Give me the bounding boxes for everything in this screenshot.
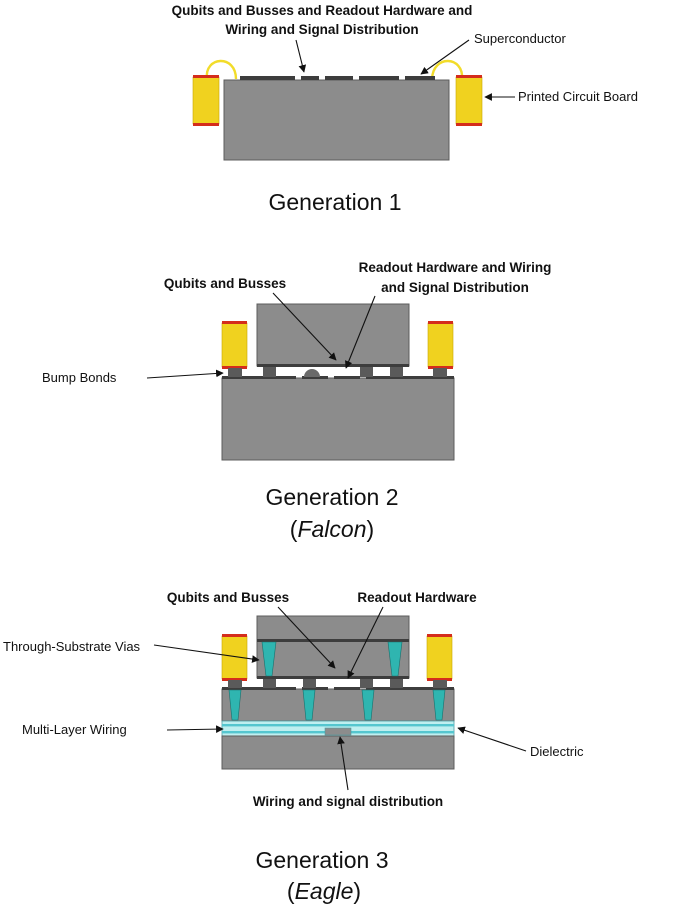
gen1-label-superconductor: Superconductor (474, 31, 566, 46)
bottom-substrate (221, 735, 455, 770)
pcb-right-edge-top (427, 634, 452, 637)
gen1-label-qubits-line2: Wiring and Signal Distribution (225, 22, 418, 37)
gen3-arrow-qubits (277, 606, 336, 669)
top-chip-superconductor (257, 676, 409, 679)
bottom-superconductor (222, 376, 454, 379)
gen3-label-multilayer: Multi-Layer Wiring (22, 722, 127, 737)
bump-bonds (228, 679, 447, 688)
pcb-right-edge-top (456, 75, 482, 78)
gen3-label-wiring: Wiring and signal distribution (253, 794, 443, 809)
generation-1: Qubits and Busses and Readout Hardware a… (172, 3, 638, 215)
substrate (223, 79, 450, 161)
gen2-arrow-qubits (272, 292, 337, 361)
generation-2: Readout Hardware and Wiring and Signal D… (42, 260, 551, 542)
pcb-right (426, 635, 453, 680)
pcb-left-edge-top (222, 634, 247, 637)
gen1-arrow-qubits (295, 39, 307, 73)
pcb-left-edge-bottom (222, 366, 247, 369)
gen3-arrow-dielectric (457, 726, 527, 752)
wire-bond-left (205, 59, 238, 80)
pcb-left-edge-bottom (222, 678, 247, 681)
gen3-arrow-vias (153, 644, 260, 663)
pcb-right-edge-bottom (428, 366, 453, 369)
gen2-subtitle-name: Falcon (297, 516, 366, 542)
pcb-left (221, 322, 248, 368)
gen2-subtitle: (Falcon) (290, 516, 374, 542)
gen2-label-readout-line2: and Signal Distribution (381, 280, 529, 295)
superconductor-layer (240, 76, 435, 80)
gen3-label-vias: Through-Substrate Vias (3, 639, 141, 654)
pcb-right-edge-top (428, 321, 453, 324)
pcb-left-edge-top (222, 321, 247, 324)
pcb-right (427, 322, 454, 368)
pcb-left-edge-bottom (193, 123, 219, 126)
gen3-title: Generation 3 (256, 847, 389, 873)
wire-bond-right (430, 59, 464, 80)
gen1-label-qubits-line1: Qubits and Busses and Readout Hardware a… (172, 3, 473, 18)
gen3-arrow-multilayer (166, 725, 224, 733)
middle-substrate-vias (228, 689, 446, 721)
pcb-right-edge-bottom (427, 678, 452, 681)
pcb-left-edge-top (193, 75, 219, 78)
gen2-arrow-readout (345, 295, 376, 369)
top-chip-vias (261, 641, 403, 677)
middle-superconductor (222, 687, 454, 690)
bump-bonds (228, 367, 447, 377)
gen2-label-readout-line1: Readout Hardware and Wiring (359, 260, 552, 275)
gen3-label-qubits: Qubits and Busses (167, 590, 289, 605)
gen2-title: Generation 2 (266, 484, 399, 510)
gen2-label-qubits: Qubits and Busses (164, 276, 286, 291)
wiring-via (324, 727, 352, 736)
top-chip (256, 615, 410, 679)
pcb-left (192, 76, 220, 125)
gen1-label-pcb: Printed Circuit Board (518, 89, 638, 104)
middle-substrate (221, 688, 455, 722)
gen3-label-dielectric: Dielectric (530, 744, 584, 759)
pcb-right-edge-bottom (456, 123, 482, 126)
gen2-label-bumps: Bump Bonds (42, 370, 117, 385)
generation-3: Qubits and Busses Readout Hardware Throu… (3, 590, 584, 904)
gen1-arrow-superconductor (420, 39, 470, 75)
gen3-subtitle: (Eagle) (287, 878, 361, 904)
wiring-layer-top (222, 724, 454, 727)
gen3-arrow-readout (347, 606, 384, 679)
gen3-arrow-wiring (337, 736, 349, 791)
gen2-arrow-bumps (146, 369, 224, 379)
gen3-subtitle-name: Eagle (295, 878, 354, 904)
top-chip-superconductor (257, 364, 409, 367)
gen3-label-readout: Readout Hardware (357, 590, 477, 605)
pcb-right (455, 76, 483, 125)
gen1-title: Generation 1 (269, 189, 402, 215)
top-chip-wiring-top (257, 639, 409, 642)
bottom-substrate (221, 377, 455, 461)
